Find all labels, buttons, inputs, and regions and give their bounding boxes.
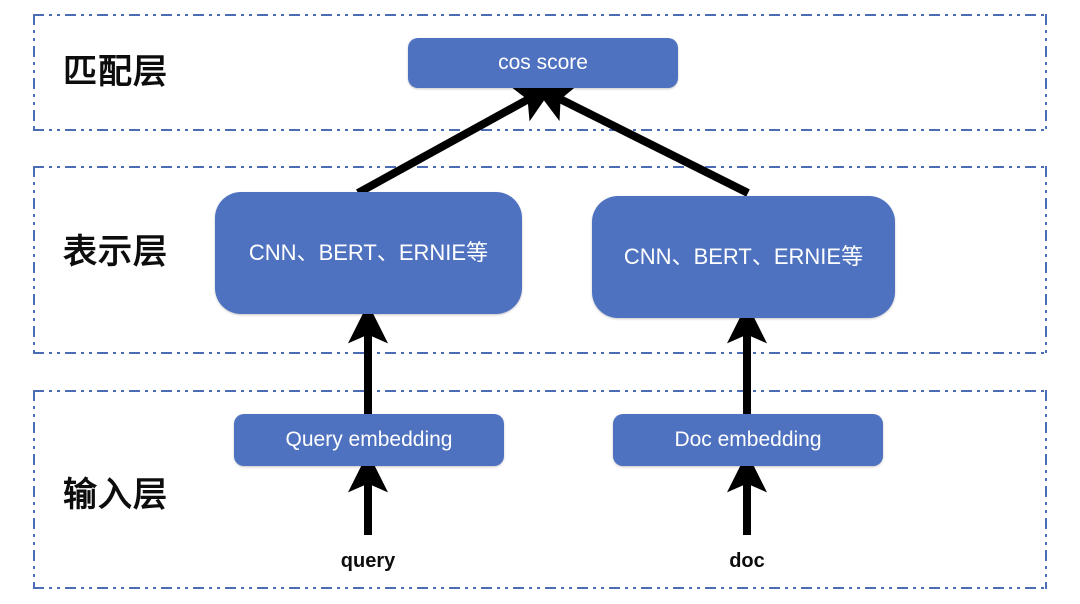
layer-label-matching: 匹配层 — [63, 52, 168, 92]
node-encoder-right[interactable]: CNN、BERT、ERNIE等 — [592, 196, 895, 318]
layer-panel-matching — [33, 14, 1047, 131]
panel-border-right — [1045, 390, 1047, 589]
panel-border-right — [1045, 14, 1047, 131]
layer-label-input: 输入层 — [63, 475, 168, 515]
panel-border-right — [1045, 166, 1047, 354]
node-cos-score[interactable]: cos score — [408, 38, 678, 88]
panel-border-bottom — [33, 352, 1047, 354]
layer-panel-representation — [33, 166, 1047, 354]
panel-border-left — [33, 390, 35, 589]
panel-border-top — [33, 14, 1047, 16]
panel-border-left — [33, 14, 35, 131]
node-encoder-left[interactable]: CNN、BERT、ERNIE等 — [215, 192, 522, 314]
panel-border-top — [33, 390, 1047, 392]
node-doc-input: doc — [729, 550, 765, 572]
layer-label-representation: 表示层 — [63, 232, 168, 272]
panel-border-top — [33, 166, 1047, 168]
node-doc-embedding[interactable]: Doc embedding — [613, 414, 883, 466]
panel-border-bottom — [33, 587, 1047, 589]
node-query-input: query — [340, 550, 396, 572]
node-query-embedding[interactable]: Query embedding — [234, 414, 504, 466]
panel-border-bottom — [33, 129, 1047, 131]
panel-border-left — [33, 166, 35, 354]
layer-panel-input — [33, 390, 1047, 589]
